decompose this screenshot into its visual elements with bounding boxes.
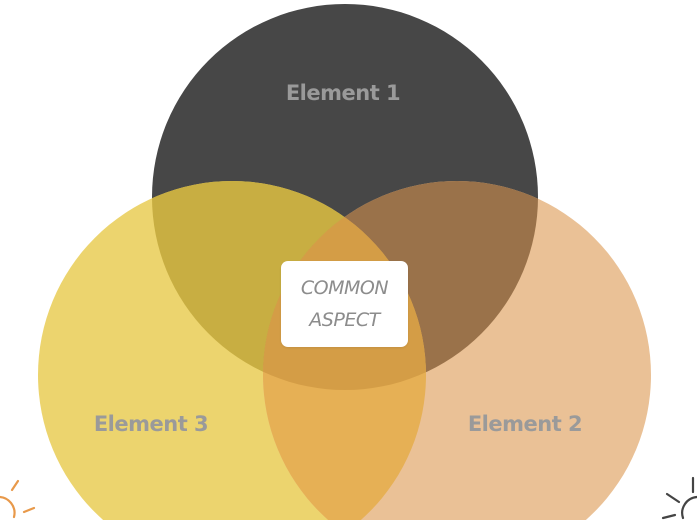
sun-icon-left bbox=[0, 479, 36, 519]
label-element1: Element 1 bbox=[285, 81, 401, 105]
sun-icon-right bbox=[661, 476, 697, 520]
label-element2: Element 2 bbox=[467, 412, 583, 436]
label-element3: Element 3 bbox=[93, 412, 209, 436]
common-aspect-box: COMMON ASPECT bbox=[281, 261, 408, 347]
common-aspect-line2: ASPECT bbox=[309, 309, 380, 331]
common-aspect-line1: COMMON bbox=[300, 277, 389, 299]
